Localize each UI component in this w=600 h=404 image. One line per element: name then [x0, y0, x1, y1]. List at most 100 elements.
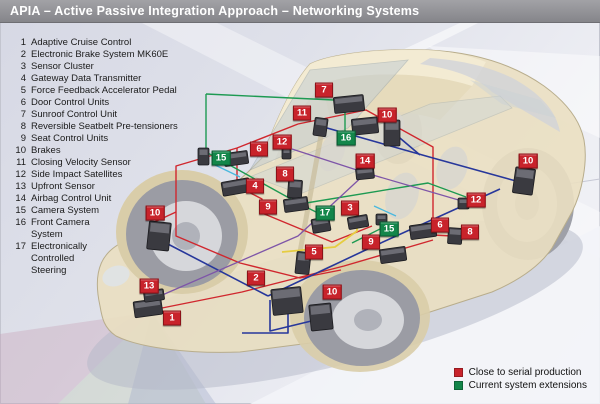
harness-line — [297, 109, 473, 238]
list-item-number: 16 — [15, 217, 26, 228]
list-item-number: 14 — [15, 193, 26, 204]
list-item-label: Electronically Controlled Steering — [31, 241, 87, 276]
harness-line — [205, 93, 335, 101]
marker-10: 10 — [377, 107, 397, 123]
page-title: APIA – Active Passive Integration Approa… — [10, 4, 420, 18]
list-item-number: 10 — [15, 145, 26, 156]
list-item-label: Side Impact Satellites — [31, 169, 123, 180]
list-item-9: 9 Seat Control Units — [12, 133, 178, 145]
list-item-4: 4 Gateway Data Transmitter — [12, 73, 178, 85]
marker-1: 1 — [163, 310, 181, 326]
list-item-label: Airbag Control Unit — [31, 193, 112, 204]
list-item-label: Gateway Data Transmitter — [31, 73, 142, 84]
marker-12: 12 — [272, 134, 292, 150]
list-item-label: Front Camera System — [31, 217, 90, 240]
list-item-2: 2 Electronic Brake System MK60E — [12, 49, 178, 61]
marker-16: 16 — [336, 130, 356, 146]
list-item-number: 7 — [20, 109, 26, 120]
list-item-14: 14 Airbag Control Unit — [12, 193, 178, 205]
marker-17: 17 — [315, 205, 335, 221]
marker-15: 15 — [211, 150, 231, 166]
list-item-10: 10 Brakes — [12, 145, 178, 157]
list-item-label: Door Control Units — [31, 97, 110, 108]
title-bar: APIA – Active Passive Integration Approa… — [0, 0, 600, 23]
list-item-label: Sensor Cluster — [31, 61, 94, 72]
list-item-17: 17 Electronically Controlled Steering — [12, 241, 178, 277]
marker-10: 10 — [518, 153, 538, 169]
marker-4: 4 — [246, 178, 264, 194]
ecu-box — [332, 94, 366, 114]
list-item-3: 3 Sensor Cluster — [12, 61, 178, 73]
legend-label: Close to serial production — [468, 367, 582, 378]
legend-label: Current system extensions — [468, 380, 587, 391]
rear-deck-streak — [420, 58, 560, 132]
list-item-16: 16 Front Camera System — [12, 217, 178, 241]
ecu-box — [287, 179, 303, 199]
marker-2: 2 — [247, 270, 265, 286]
marker-12: 12 — [466, 192, 486, 208]
harness-line — [163, 241, 269, 297]
marker-8: 8 — [276, 166, 294, 182]
marker-3: 3 — [341, 200, 359, 216]
marker-10: 10 — [145, 205, 165, 221]
marker-15: 15 — [379, 221, 399, 237]
marker-7: 7 — [315, 82, 333, 98]
list-item-label: Upfront Sensor — [31, 181, 95, 192]
harness-line — [319, 125, 517, 182]
marker-8: 8 — [461, 224, 479, 240]
ecu-box — [447, 227, 463, 245]
list-item-label: Electronic Brake System MK60E — [31, 49, 169, 60]
ecu-box — [378, 246, 408, 264]
list-item-number: 9 — [20, 133, 26, 144]
marker-14: 14 — [355, 153, 375, 169]
marker-9: 9 — [362, 234, 380, 250]
marker-5: 5 — [305, 244, 323, 260]
ecu-box — [197, 147, 210, 166]
rear-window — [470, 80, 556, 118]
harness-line — [205, 151, 467, 205]
list-item-label: Brakes — [31, 145, 61, 156]
ecu-box — [346, 214, 370, 230]
b-pillar — [297, 129, 325, 253]
list-item-label: Force Feedback Accelerator Pedal — [31, 85, 177, 96]
list-item-number: 4 — [20, 73, 26, 84]
ecu-box — [355, 166, 375, 181]
marker-9: 9 — [259, 199, 277, 215]
list-item-number: 3 — [20, 61, 26, 72]
list-item-number: 5 — [20, 85, 26, 96]
legend-swatch — [453, 368, 463, 377]
list-item-label: Seat Control Units — [31, 133, 109, 144]
ecu-box — [270, 286, 304, 316]
list-item-number: 2 — [20, 49, 26, 60]
ecu-box — [308, 302, 334, 332]
marker-6: 6 — [250, 141, 268, 157]
system-list: 1 Adaptive Cruise Control 2 Electronic Brak… — [12, 37, 178, 277]
list-item-number: 13 — [15, 181, 26, 192]
list-item-number: 1 — [20, 37, 26, 48]
ecu-box — [132, 297, 164, 319]
ecu-box — [512, 166, 536, 196]
list-item-label: Sunroof Control Unit — [31, 109, 118, 120]
list-item-number: 11 — [16, 157, 26, 168]
ecu-box — [383, 119, 401, 147]
headlight — [102, 265, 130, 287]
list-item-label: Closing Velocity Sensor — [31, 157, 131, 168]
list-item-label: Adaptive Cruise Control — [31, 37, 132, 48]
marker-11: 11 — [292, 105, 312, 121]
legend-row: Close to serial production — [453, 366, 587, 379]
marker-13: 13 — [139, 278, 159, 294]
list-item-number: 6 — [20, 97, 26, 108]
ecu-box — [312, 116, 329, 138]
ecu-box — [146, 220, 172, 252]
list-item-11: 11 Closing Velocity Sensor — [12, 157, 178, 169]
ecu-box — [350, 116, 380, 136]
list-item-number: 17 — [15, 241, 26, 252]
harness-line — [242, 308, 289, 334]
list-item-1: 1 Adaptive Cruise Control — [12, 37, 178, 49]
